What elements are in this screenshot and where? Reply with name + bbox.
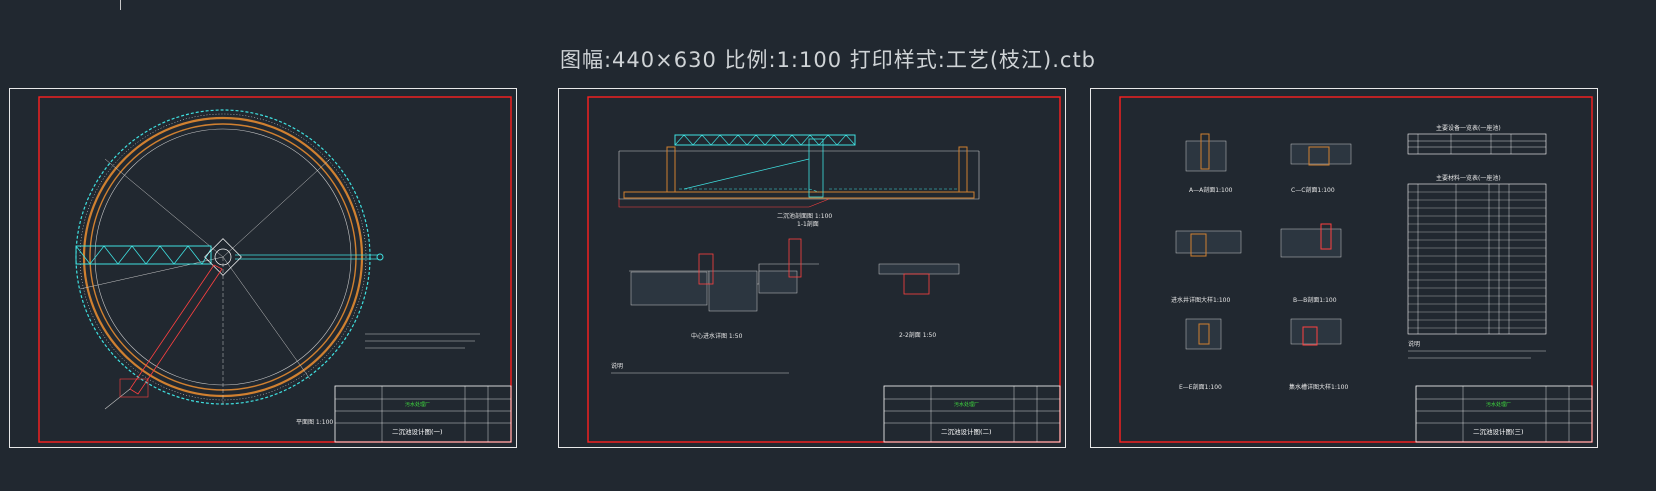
drawing-sheet-3[interactable]: A—A剖面1:100 C—C剖面1:100 进水井详图大样1:100 B—B剖面… — [1090, 88, 1598, 448]
sheet3-title: 二沉池设计图(三) — [1473, 428, 1524, 436]
sheet2-title: 二沉池设计图(二) — [941, 428, 992, 436]
sheet2-drawing — [587, 96, 1061, 443]
sheet3-label-ee: E—E剖面1:100 — [1179, 384, 1222, 391]
sheet3-table2-title: 主要材料一览表(一座池) — [1436, 175, 1501, 182]
sheet2-section-sub: 1-1剖面 — [797, 221, 819, 228]
sheet3-label-bb: B—B剖面1:100 — [1293, 297, 1337, 304]
sheet2-section-label: 二沉池剖面图 1:100 — [777, 213, 833, 220]
sheet3-label-collector: 集水槽详图大样1:100 — [1289, 384, 1349, 391]
sheet3-notes-title: 说明 — [1408, 341, 1421, 348]
drawing-info-header: 图幅:440×630 比例:1:100 打印样式:工艺(枝江).ctb — [559, 48, 1097, 72]
sheet3-project-name: 污水处理厂 — [1486, 402, 1512, 408]
sheet1-scale-label: 平面图 1:100 — [296, 419, 334, 426]
sheet3-label-aa: A—A剖面1:100 — [1189, 187, 1233, 194]
sheet2-project-name: 污水处理厂 — [954, 402, 980, 408]
sheet2-detail1-label: 中心进水详图 1:50 — [691, 333, 743, 340]
drawing-sheet-2[interactable]: 二沉池剖面图 1:100 1-1剖面 中心进水详图 1:50 2-2剖面 1:5… — [558, 88, 1066, 448]
sheet3-drawing — [1119, 96, 1593, 443]
drawing-sheet-1[interactable]: 平面图 1:100 污水处理厂 二沉池设计图(一) — [9, 88, 517, 448]
sheet2-detail2-label: 2-2剖面 1:50 — [899, 332, 937, 339]
sheet3-table1-title: 主要设备一览表(一座池) — [1436, 125, 1501, 132]
sheet3-label-cc: C—C剖面1:100 — [1291, 187, 1335, 194]
sheet3-label-inlet: 进水井详图大样1:100 — [1171, 297, 1231, 304]
cursor-tick — [120, 0, 121, 10]
sheet1-drawing — [38, 96, 512, 443]
sheet1-title: 二沉池设计图(一) — [392, 428, 443, 436]
sheet1-project-name: 污水处理厂 — [405, 402, 431, 408]
sheet2-notes-title: 说明 — [611, 363, 624, 370]
